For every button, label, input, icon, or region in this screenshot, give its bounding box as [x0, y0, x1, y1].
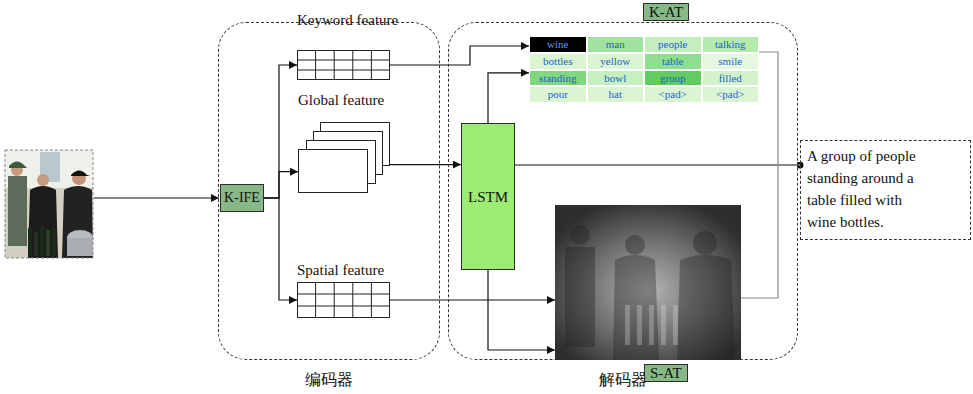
- attention-cell: filled: [702, 70, 760, 87]
- photo-illustration: [5, 150, 93, 258]
- attention-cell: group: [644, 70, 702, 87]
- attention-cell: man: [587, 36, 645, 53]
- attention-cell: table: [644, 53, 702, 70]
- connector: [264, 198, 297, 300]
- feature-grid: Keyword feature: [297, 50, 390, 80]
- connector: [488, 73, 529, 123]
- keyword-attention: K-ATwinemanpeopletalkingbottlesyellowtab…: [529, 36, 759, 103]
- feature-maps: Global feature: [298, 122, 390, 193]
- region-heading: 编码器: [219, 371, 439, 389]
- module-label: K-IFE: [224, 189, 260, 207]
- spatial-attention: S-AT: [555, 205, 741, 360]
- feature-heading: Global feature: [298, 91, 384, 109]
- attention-cell: bowl: [587, 70, 645, 87]
- connector: [264, 172, 298, 198]
- connector: [264, 65, 297, 198]
- attention-cell: hat: [587, 86, 645, 103]
- feature-heading: Spatial feature: [297, 261, 384, 279]
- feature-grid: Spatial feature: [297, 282, 390, 318]
- module-label: S-AT: [644, 364, 688, 382]
- decoder-region: K-ATwinemanpeopletalkingbottlesyellowtab…: [448, 22, 798, 360]
- connector: [390, 46, 529, 65]
- connector: [390, 164, 461, 165]
- connector: [741, 165, 800, 298]
- grid-illustration: [297, 282, 390, 318]
- attention-cell: people: [644, 36, 702, 53]
- attention-cell: talking: [702, 36, 760, 53]
- caption-text: A group of people standing around a tabl…: [807, 145, 930, 233]
- attention-cell: wine: [529, 36, 587, 53]
- attention-cell: <pad>: [702, 86, 760, 103]
- attention-cell: yellow: [587, 53, 645, 70]
- connector: [488, 270, 555, 350]
- module-label: K-AT: [643, 3, 689, 21]
- attention-cell: pour: [529, 86, 587, 103]
- connector: [390, 299, 555, 300]
- module-box: K-IFE: [220, 184, 264, 212]
- module-label: LSTM: [468, 188, 508, 206]
- grid-illustration: [297, 50, 390, 80]
- attention-map-illustration: [555, 205, 741, 360]
- feature-map-illustration: [298, 122, 390, 193]
- input-arrow: [94, 197, 219, 198]
- connector: [759, 52, 800, 165]
- attention-cell: smile: [702, 53, 760, 70]
- attention-cell: <pad>: [644, 86, 702, 103]
- region-heading: 解码器: [449, 371, 797, 389]
- attention-cell: standing: [529, 70, 587, 87]
- connector: [515, 164, 800, 165]
- encoder-region: K-IFE Keyword featureGlobal featureSpatia…: [218, 22, 440, 360]
- caption-box: A group of people standing around a tabl…: [800, 140, 971, 240]
- feature-heading: Keyword feature: [297, 11, 398, 29]
- attention-cell: bottles: [529, 53, 587, 70]
- lstm-box: LSTM: [461, 123, 515, 270]
